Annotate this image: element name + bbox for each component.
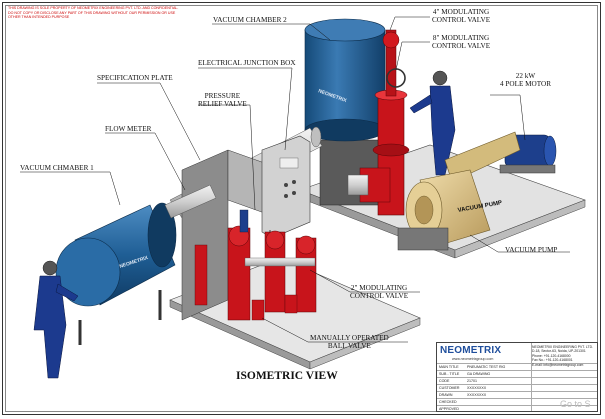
label-flow-meter: FLOW METER xyxy=(105,125,152,133)
label-motor-line2: 4 POLE MOTOR xyxy=(500,80,551,88)
address-line-1: NEOMETRIX ENGINEERING PVT. LTD. xyxy=(532,345,593,349)
label-motor: 22 kW 4 POLE MOTOR xyxy=(500,72,551,88)
label-4in-line1: 4" MODULATING xyxy=(432,8,490,16)
label-ball-valve-line2: BALL VALVE xyxy=(327,342,371,350)
address-line-3: Phone: +91-120-4168000 xyxy=(532,353,571,358)
label-specification-plate: SPECIFICATION PLATE xyxy=(97,74,173,82)
small-valve-train xyxy=(194,209,317,321)
label-4in-modulating-valve: 4" MODULATING CONTROL VALVE xyxy=(432,8,490,24)
label-electrical-junction-box: ELECTRICAL JUNCTION BOX xyxy=(198,59,296,67)
label-8in-line1: 8" MODULATING xyxy=(432,34,490,42)
label-8in-modulating-valve: 8" MODULATING CONTROL VALVE xyxy=(432,34,490,50)
address-line-4: Fax No.: +91-120-4168001 xyxy=(532,358,573,363)
label-2in-modulating-valve: 2" MODULATING CONTROL VALVE xyxy=(350,284,408,300)
leader-lines xyxy=(20,16,570,343)
isometric-view-title: ISOMETRIC VIEW xyxy=(236,370,338,382)
company-address: NEOMETRIX ENGINEERING PVT. LTD. D-18, Se… xyxy=(532,345,594,367)
label-pressure-relief-valve: PRESSURE RELIEF VALVE xyxy=(198,92,247,108)
label-2in-line2: CONTROL VALVE xyxy=(350,292,409,300)
drawing-inner-border xyxy=(5,5,598,412)
label-prv-line2: RELIEF VALVE xyxy=(198,100,247,108)
operator-left-figure xyxy=(33,260,79,379)
operator-right-figure xyxy=(409,70,456,176)
label-prv-line1: PRESSURE xyxy=(204,92,241,100)
label-ball-valve: MANUALLY OPERATED BALL VALVE xyxy=(310,334,389,350)
label-2in-line1: 2" MODULATING xyxy=(350,284,408,292)
large-modulating-valves xyxy=(347,29,410,216)
brand-logo-text: NEOMETRIX xyxy=(440,345,502,356)
label-ball-valve-line1: MANUALLY OPERATED xyxy=(310,334,389,342)
brand-website: www.neometrixgroup.com xyxy=(452,357,494,361)
label-motor-line1: 22 kW xyxy=(515,72,536,80)
address-line-2: D-18, Sector-63, Noida, UP-201301 xyxy=(532,349,586,354)
label-8in-line2: CONTROL VALVE xyxy=(432,42,491,50)
label-vacuum-chamber-2: VACUUM CHAMBER 2 xyxy=(213,16,287,24)
drawing-border xyxy=(2,2,601,415)
label-vacuum-pump: VACUUM PUMP xyxy=(505,246,558,254)
vacuum-chamber-1: NEOMETRIX xyxy=(55,202,177,345)
flow-meter xyxy=(164,184,217,219)
label-4in-line2: CONTROL VALVE xyxy=(432,16,491,24)
os-watermark: Go to S xyxy=(560,399,591,409)
confidentiality-note: This drawing is sole property of Neometr… xyxy=(8,6,179,20)
tb-row-checked: CHECKED xyxy=(437,398,597,406)
tb-row-approved: APPROVED xyxy=(437,405,597,413)
label-vacuum-chamber-1: VACUUM CHMABER 1 xyxy=(20,164,94,172)
address-line-5: E-mail: info@neometrixgroup.com xyxy=(532,362,584,367)
